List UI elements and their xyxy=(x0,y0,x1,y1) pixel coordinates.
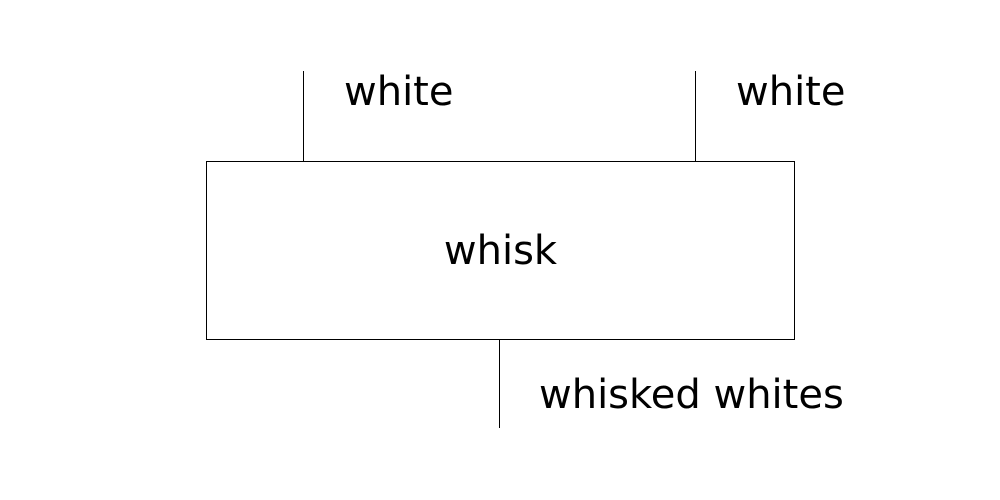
input-label-1: white xyxy=(344,69,454,115)
process-box-label: whisk xyxy=(443,227,558,274)
output-label: whisked whites xyxy=(539,372,844,418)
input-wire-1 xyxy=(303,71,304,161)
process-box-whisk: whisk xyxy=(206,161,795,340)
input-label-2: white xyxy=(736,69,846,115)
input-wire-2 xyxy=(695,71,696,161)
output-wire xyxy=(499,339,500,428)
